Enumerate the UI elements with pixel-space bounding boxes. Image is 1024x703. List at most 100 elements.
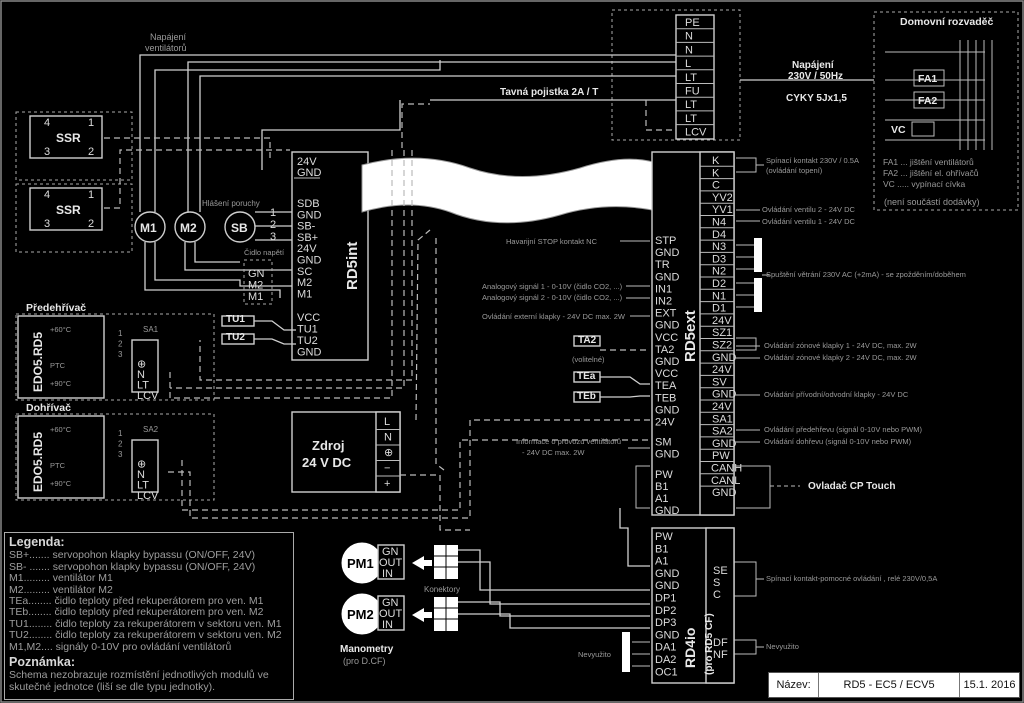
rd5ext-terminal: PW (712, 450, 730, 462)
note-aux: Spínací kontakt-pomocné ovládání , relé … (766, 574, 937, 583)
note-analog2: Analogový signál 2 - 0-10V (čidlo CO2, .… (482, 293, 623, 302)
rd5ext-terminal: VCC (655, 332, 678, 344)
svg-text:GN: GN (382, 597, 399, 609)
edo-terminal: LT (137, 380, 149, 392)
note-zone1: Ovládání zónové klapky 1 - 24V DC, max. … (764, 341, 917, 350)
tu-sensors: TU1 TU2 (221, 314, 296, 345)
legend-row: M1,M2.... signály 0-10V pro ovládání ven… (9, 640, 232, 653)
rd5ext-terminal: GND (655, 247, 680, 259)
ta-te-sensors: TA2 TEa TEb (573, 335, 650, 403)
rd4io-terminal: DA2 (655, 654, 676, 666)
edo-terminal: N (137, 469, 145, 481)
edo-terminal: ⊕ (137, 359, 146, 371)
title-block: Název: RD5 - EC5 / ECV5 15.1. 2016 (768, 672, 1020, 698)
rd5ext-terminal: TEA (655, 380, 677, 392)
svg-text:OUT: OUT (379, 608, 403, 620)
note-line: Schema nezobrazuje rozmístění jednotlivý… (9, 669, 269, 682)
edo-terminal: ⊕ (137, 459, 146, 471)
rd5ext-terminal: D3 (712, 253, 726, 265)
svg-text:SB: SB (231, 221, 248, 235)
svg-text:SSR: SSR (56, 203, 81, 217)
fuse-label: Tavná pojistka 2A / T (500, 87, 598, 98)
fan-power-label-2: ventilátorů (145, 43, 187, 53)
svg-text:Dohřívač: Dohřívač (26, 402, 71, 414)
svg-text:1: 1 (270, 207, 276, 219)
svg-text:SSR: SSR (56, 131, 81, 145)
rd5int-terminal: SC (297, 266, 312, 278)
svg-text:2: 2 (270, 219, 276, 231)
rd5ext-terminal: SM (655, 437, 672, 449)
legend-row: TU1........ čidlo teploty za rekuperátor… (9, 617, 282, 630)
bar-rd4io-unused (622, 632, 630, 672)
svg-text:PM2: PM2 (347, 607, 374, 622)
ssr-module-2: SSR 4 1 3 2 (15, 183, 133, 253)
rd5ext-terminal: SZ1 (712, 327, 732, 339)
rd4io-terminal: DP2 (655, 605, 676, 617)
rd5ext-terminal: SA1 (712, 413, 733, 425)
note-switch-heat-2: (ovládání topení) (766, 166, 823, 175)
rd5ext-terminal: D2 (712, 278, 726, 290)
svg-text:4: 4 (44, 117, 50, 129)
svg-text:+90°C: +90°C (50, 379, 72, 388)
svg-text:EDO5.RD5: EDO5.RD5 (31, 332, 45, 392)
rd5ext-label: RD5ext (682, 310, 699, 362)
note-fan-info-1: Informace o provozu ventilátorů (516, 437, 621, 446)
legend-row: TU2........ čidlo teploty za rekuperátor… (9, 629, 282, 642)
svg-text:3: 3 (270, 231, 276, 243)
rd5ext-terminal: 24V (655, 417, 675, 429)
rd5ext-terminal: GND (712, 487, 737, 499)
rd5ext-terminal: STP (655, 235, 676, 247)
bar-d4d3 (754, 238, 762, 272)
svg-text:4: 4 (44, 189, 50, 201)
rd5ext-terminal: N2 (712, 266, 726, 278)
rd5int-terminal: SB+ (297, 232, 318, 244)
rd4io-label: RD4io (682, 628, 698, 668)
vc-label: VC (891, 124, 906, 136)
fan-m2: M2 (174, 211, 206, 243)
psu-terminal: ⊕ (384, 447, 393, 459)
rd5ext-terminal: 24V (712, 401, 732, 413)
rd5ext-terminal: K (712, 167, 720, 179)
note-valve2: Ovládání ventilu 2 - 24V DC (762, 205, 856, 214)
svg-text:SA1: SA1 (143, 325, 159, 334)
svg-text:TU1: TU1 (226, 314, 245, 325)
rd5int-terminal: TU1 (297, 324, 318, 336)
rd5int-terminal: VCC (297, 312, 320, 324)
note-switch-heat-1: Spínací kontakt 230V / 0.5A (766, 156, 859, 165)
rd5ext-terminal: GND (655, 449, 680, 461)
edo-terminal: N (137, 369, 145, 381)
rd5ext-terminal: TA2 (655, 344, 674, 356)
mains-terminal: FU (685, 86, 700, 98)
title-date: 15.1. 2016 (963, 679, 1016, 691)
fault-report-label: Hlášení poruchy (202, 199, 260, 208)
rd5ext-terminal: GND (655, 404, 680, 416)
svg-text:IN: IN (382, 619, 393, 631)
power-supply-24vdc: Zdroj 24 V DC LN⊕−+ (291, 411, 401, 493)
rd5ext-terminal: SV (712, 376, 727, 388)
rd4io-terminal: C (713, 589, 721, 601)
rd5ext-terminal: YV2 (712, 192, 733, 204)
rd5ext-terminal: SZ2 (712, 340, 732, 352)
rd5ext-terminal: D1 (712, 303, 726, 315)
edo-terminal: 2 (118, 340, 123, 349)
svg-text:TEa: TEa (577, 371, 596, 382)
rd4io-terminal: DP3 (655, 617, 676, 629)
svg-text:OUT: OUT (379, 557, 403, 569)
svg-text:2: 2 (88, 146, 94, 158)
rd5int-terminal: SB- (297, 221, 316, 233)
rd5int-terminal: SDB (297, 198, 320, 210)
fa-note-1: FA1 ... jištění ventilátorů (883, 157, 974, 167)
rd5ext-terminal: 24V (712, 315, 732, 327)
rd5int-terminal: TU2 (297, 335, 318, 347)
svg-text:3: 3 (44, 146, 50, 158)
rd5ext-terminal: 24V (712, 364, 732, 376)
rd5ext-terminal: IN1 (655, 283, 672, 295)
rd5ext-terminal: N1 (712, 290, 726, 302)
svg-text:+60°C: +60°C (50, 425, 72, 434)
rd4io-terminal: A1 (655, 556, 668, 568)
legend-row: SB- ....... servopohon klapky bypassu (O… (9, 560, 256, 573)
note-reheat: Ovládání dohřevu (signál 0-10V nebo PWM) (764, 437, 912, 446)
rd5ext-terminal: D4 (712, 229, 726, 241)
